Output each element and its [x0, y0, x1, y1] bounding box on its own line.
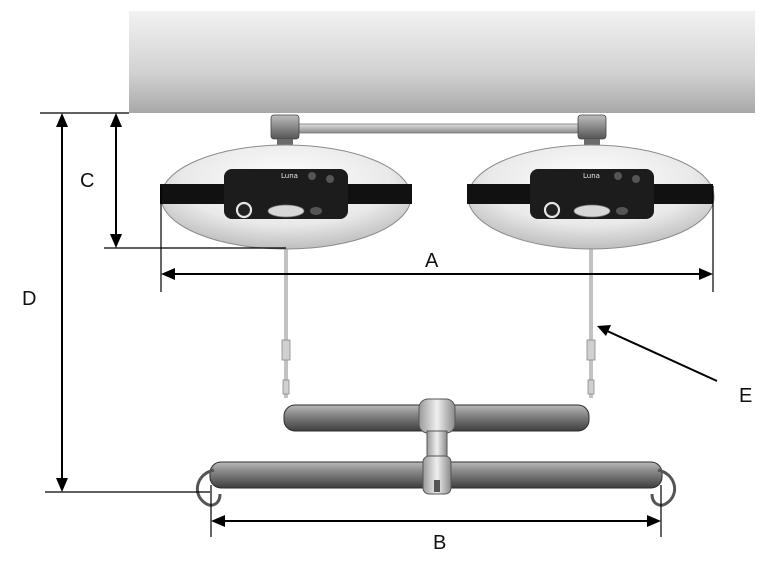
lift-unit-right: Luna — [467, 144, 715, 250]
traverse-rail — [294, 123, 592, 134]
dimension-a — [160, 186, 714, 292]
left-carriage-mount — [270, 114, 300, 149]
unit-brand-label: Luna — [583, 172, 600, 180]
unit-panel-right — [530, 169, 654, 219]
unit-indicator-icon — [308, 172, 316, 180]
lift-unit-left: Luna — [160, 144, 412, 250]
unit-brand-label: Luna — [281, 172, 298, 180]
dimension-d — [40, 112, 210, 493]
unit-indicator-icon — [614, 172, 622, 180]
unit-indicator-icon — [326, 175, 334, 183]
unit-indicator-icon — [632, 175, 640, 183]
callout-label-e: E — [739, 385, 752, 407]
dimension-label-c: C — [80, 170, 94, 192]
unit-badge — [267, 204, 305, 218]
callout-e-arrow — [597, 325, 718, 382]
spreader-joint — [422, 455, 452, 495]
unit-indicator-icon — [310, 207, 322, 215]
spreader-joint — [418, 398, 456, 434]
lower-spreader-bar — [195, 455, 677, 507]
unit-badge — [573, 204, 611, 218]
upper-spreader-bar — [283, 398, 590, 462]
dimension-label-d: D — [22, 288, 36, 310]
lifting-strap-left — [281, 248, 291, 398]
ceiling-rail-housing — [129, 11, 755, 113]
end-hook-icon — [195, 468, 222, 507]
right-carriage-mount — [577, 114, 607, 149]
dimension-label-b: B — [433, 532, 446, 554]
unit-panel-left — [224, 169, 348, 219]
dimension-c — [104, 113, 286, 249]
end-hook-icon — [650, 468, 677, 507]
unit-indicator-icon — [616, 207, 628, 215]
lifting-strap-right — [586, 248, 596, 398]
dimension-b — [210, 485, 662, 537]
dimension-label-a: A — [425, 250, 439, 272]
power-button-icon — [543, 201, 561, 219]
power-button-icon — [235, 201, 253, 219]
